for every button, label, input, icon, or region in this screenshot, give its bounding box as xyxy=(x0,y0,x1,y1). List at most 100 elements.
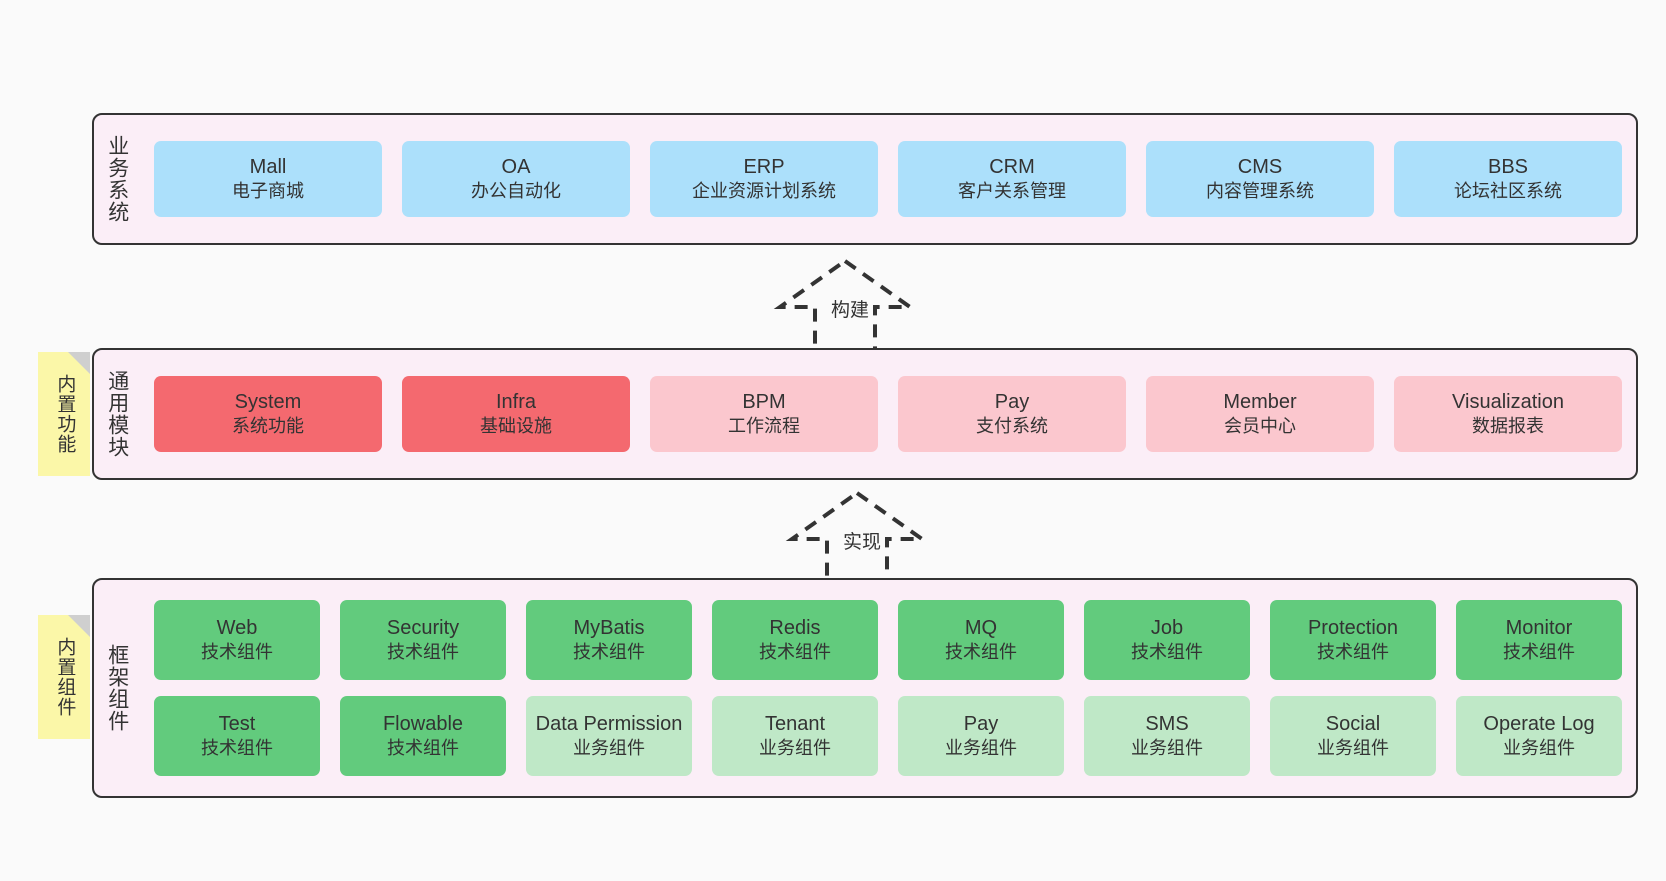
card-social-cn: 业务组件 xyxy=(1317,738,1389,759)
card-bbs-cn: 论坛社区系统 xyxy=(1454,181,1562,202)
layer-common-module: 通用模块 System 系统功能 Infra 基础设施 BPM 工作流程 Pay xyxy=(92,348,1638,480)
note-builtin-components: 内置组件 xyxy=(38,615,90,739)
layer-business-system: 业务系统 Mall 电子商城 OA 办公自动化 ERP 企业资源计划系统 CRM xyxy=(92,113,1638,245)
card-oa[interactable]: OA 办公自动化 xyxy=(402,141,630,217)
common-card-row: System 系统功能 Infra 基础设施 BPM 工作流程 Pay 支付系统… xyxy=(154,376,1622,452)
card-mybatis-en: MyBatis xyxy=(573,617,645,640)
card-tenant[interactable]: Tenant 业务组件 xyxy=(712,696,878,776)
card-pay-component-cn: 业务组件 xyxy=(945,738,1017,759)
card-job-cn: 技术组件 xyxy=(1131,642,1203,663)
card-mybatis[interactable]: MyBatis 技术组件 xyxy=(526,600,692,680)
card-pay-component[interactable]: Pay 业务组件 xyxy=(898,696,1064,776)
card-oa-en: OA xyxy=(501,156,531,179)
connector-implement: 实现 xyxy=(772,487,942,593)
card-cms-cn: 内容管理系统 xyxy=(1206,181,1314,202)
note-builtin-components-label: 内置组件 xyxy=(54,637,76,717)
card-redis-en: Redis xyxy=(769,617,821,640)
card-crm-cn: 客户关系管理 xyxy=(958,181,1066,202)
card-pay-module-cn: 支付系统 xyxy=(976,416,1048,437)
card-protection-en: Protection xyxy=(1307,617,1399,640)
layer-framework-component-title: 框架组件 xyxy=(105,644,129,732)
card-erp[interactable]: ERP 企业资源计划系统 xyxy=(650,141,878,217)
card-system-cn: 系统功能 xyxy=(232,416,304,437)
card-flowable[interactable]: Flowable 技术组件 xyxy=(340,696,506,776)
card-protection[interactable]: Protection 技术组件 xyxy=(1270,600,1436,680)
card-data-permission-en: Data Permission xyxy=(535,713,683,736)
framework-tech-row: Web 技术组件 Security 技术组件 MyBatis 技术组件 Redi… xyxy=(154,600,1622,680)
card-mq-cn: 技术组件 xyxy=(945,642,1017,663)
card-pay-component-en: Pay xyxy=(963,713,999,736)
card-infra-cn: 基础设施 xyxy=(480,416,552,437)
card-tenant-en: Tenant xyxy=(764,713,826,736)
card-erp-en: ERP xyxy=(743,156,785,179)
card-monitor[interactable]: Monitor 技术组件 xyxy=(1456,600,1622,680)
card-pay-module[interactable]: Pay 支付系统 xyxy=(898,376,1126,452)
card-cms[interactable]: CMS 内容管理系统 xyxy=(1146,141,1374,217)
card-web-cn: 技术组件 xyxy=(201,642,273,663)
card-oa-cn: 办公自动化 xyxy=(471,181,561,202)
card-cms-en: CMS xyxy=(1237,156,1283,179)
card-job-en: Job xyxy=(1150,617,1184,640)
card-operate-log-en: Operate Log xyxy=(1483,713,1595,736)
card-visualization-cn: 数据报表 xyxy=(1472,416,1544,437)
card-bpm-en: BPM xyxy=(742,391,786,414)
card-security-en: Security xyxy=(386,617,460,640)
card-security[interactable]: Security 技术组件 xyxy=(340,600,506,680)
card-test-cn: 技术组件 xyxy=(201,738,273,759)
card-flowable-en: Flowable xyxy=(382,713,464,736)
card-member[interactable]: Member 会员中心 xyxy=(1146,376,1374,452)
card-member-cn: 会员中心 xyxy=(1224,416,1296,437)
layer-business-system-body: Mall 电子商城 OA 办公自动化 ERP 企业资源计划系统 CRM 客户关系… xyxy=(140,115,1636,243)
card-system-en: System xyxy=(234,391,302,414)
card-mq[interactable]: MQ 技术组件 xyxy=(898,600,1064,680)
card-mall[interactable]: Mall 电子商城 xyxy=(154,141,382,217)
card-test[interactable]: Test 技术组件 xyxy=(154,696,320,776)
card-test-en: Test xyxy=(218,713,256,736)
layer-business-system-title: 业务系统 xyxy=(105,135,129,223)
card-sms-cn: 业务组件 xyxy=(1131,738,1203,759)
card-erp-cn: 企业资源计划系统 xyxy=(692,181,836,202)
note-fold-corner-icon xyxy=(68,352,90,374)
note-builtin-features-label: 内置功能 xyxy=(54,374,76,454)
card-crm[interactable]: CRM 客户关系管理 xyxy=(898,141,1126,217)
card-bpm-cn: 工作流程 xyxy=(728,416,800,437)
layer-common-module-title: 通用模块 xyxy=(105,370,129,458)
card-pay-module-en: Pay xyxy=(994,391,1030,414)
card-mall-en: Mall xyxy=(249,156,287,179)
card-bpm[interactable]: BPM 工作流程 xyxy=(650,376,878,452)
card-bbs-en: BBS xyxy=(1487,156,1529,179)
card-sms-en: SMS xyxy=(1145,713,1189,736)
card-visualization-en: Visualization xyxy=(1452,391,1564,414)
card-redis[interactable]: Redis 技术组件 xyxy=(712,600,878,680)
card-tenant-cn: 业务组件 xyxy=(759,738,831,759)
card-monitor-en: Monitor xyxy=(1505,617,1573,640)
card-data-permission-cn: 业务组件 xyxy=(573,738,645,759)
card-sms[interactable]: SMS 业务组件 xyxy=(1084,696,1250,776)
layer-common-module-body: System 系统功能 Infra 基础设施 BPM 工作流程 Pay 支付系统… xyxy=(140,350,1636,478)
business-card-row: Mall 电子商城 OA 办公自动化 ERP 企业资源计划系统 CRM 客户关系… xyxy=(154,141,1622,217)
connector-implement-label: 实现 xyxy=(843,532,882,553)
card-redis-cn: 技术组件 xyxy=(759,642,831,663)
card-visualization[interactable]: Visualization 数据报表 xyxy=(1394,376,1622,452)
note-fold-corner-icon xyxy=(68,615,90,637)
card-system[interactable]: System 系统功能 xyxy=(154,376,382,452)
card-infra[interactable]: Infra 基础设施 xyxy=(402,376,630,452)
card-protection-cn: 技术组件 xyxy=(1317,642,1389,663)
card-mall-cn: 电子商城 xyxy=(232,181,304,202)
card-monitor-cn: 技术组件 xyxy=(1503,642,1575,663)
card-member-en: Member xyxy=(1223,391,1297,414)
card-mq-en: MQ xyxy=(964,617,998,640)
card-job[interactable]: Job 技术组件 xyxy=(1084,600,1250,680)
layer-framework-component: 框架组件 Web 技术组件 Security 技术组件 MyBatis 技术组件… xyxy=(92,578,1638,798)
card-bbs[interactable]: BBS 论坛社区系统 xyxy=(1394,141,1622,217)
framework-business-row: Test 技术组件 Flowable 技术组件 Data Permission … xyxy=(154,696,1622,776)
card-social-en: Social xyxy=(1325,713,1381,736)
card-crm-en: CRM xyxy=(989,156,1035,179)
note-builtin-features: 内置功能 xyxy=(38,352,90,476)
card-web[interactable]: Web 技术组件 xyxy=(154,600,320,680)
card-social[interactable]: Social 业务组件 xyxy=(1270,696,1436,776)
card-operate-log[interactable]: Operate Log 业务组件 xyxy=(1456,696,1622,776)
card-data-permission[interactable]: Data Permission 业务组件 xyxy=(526,696,692,776)
card-mybatis-cn: 技术组件 xyxy=(573,642,645,663)
